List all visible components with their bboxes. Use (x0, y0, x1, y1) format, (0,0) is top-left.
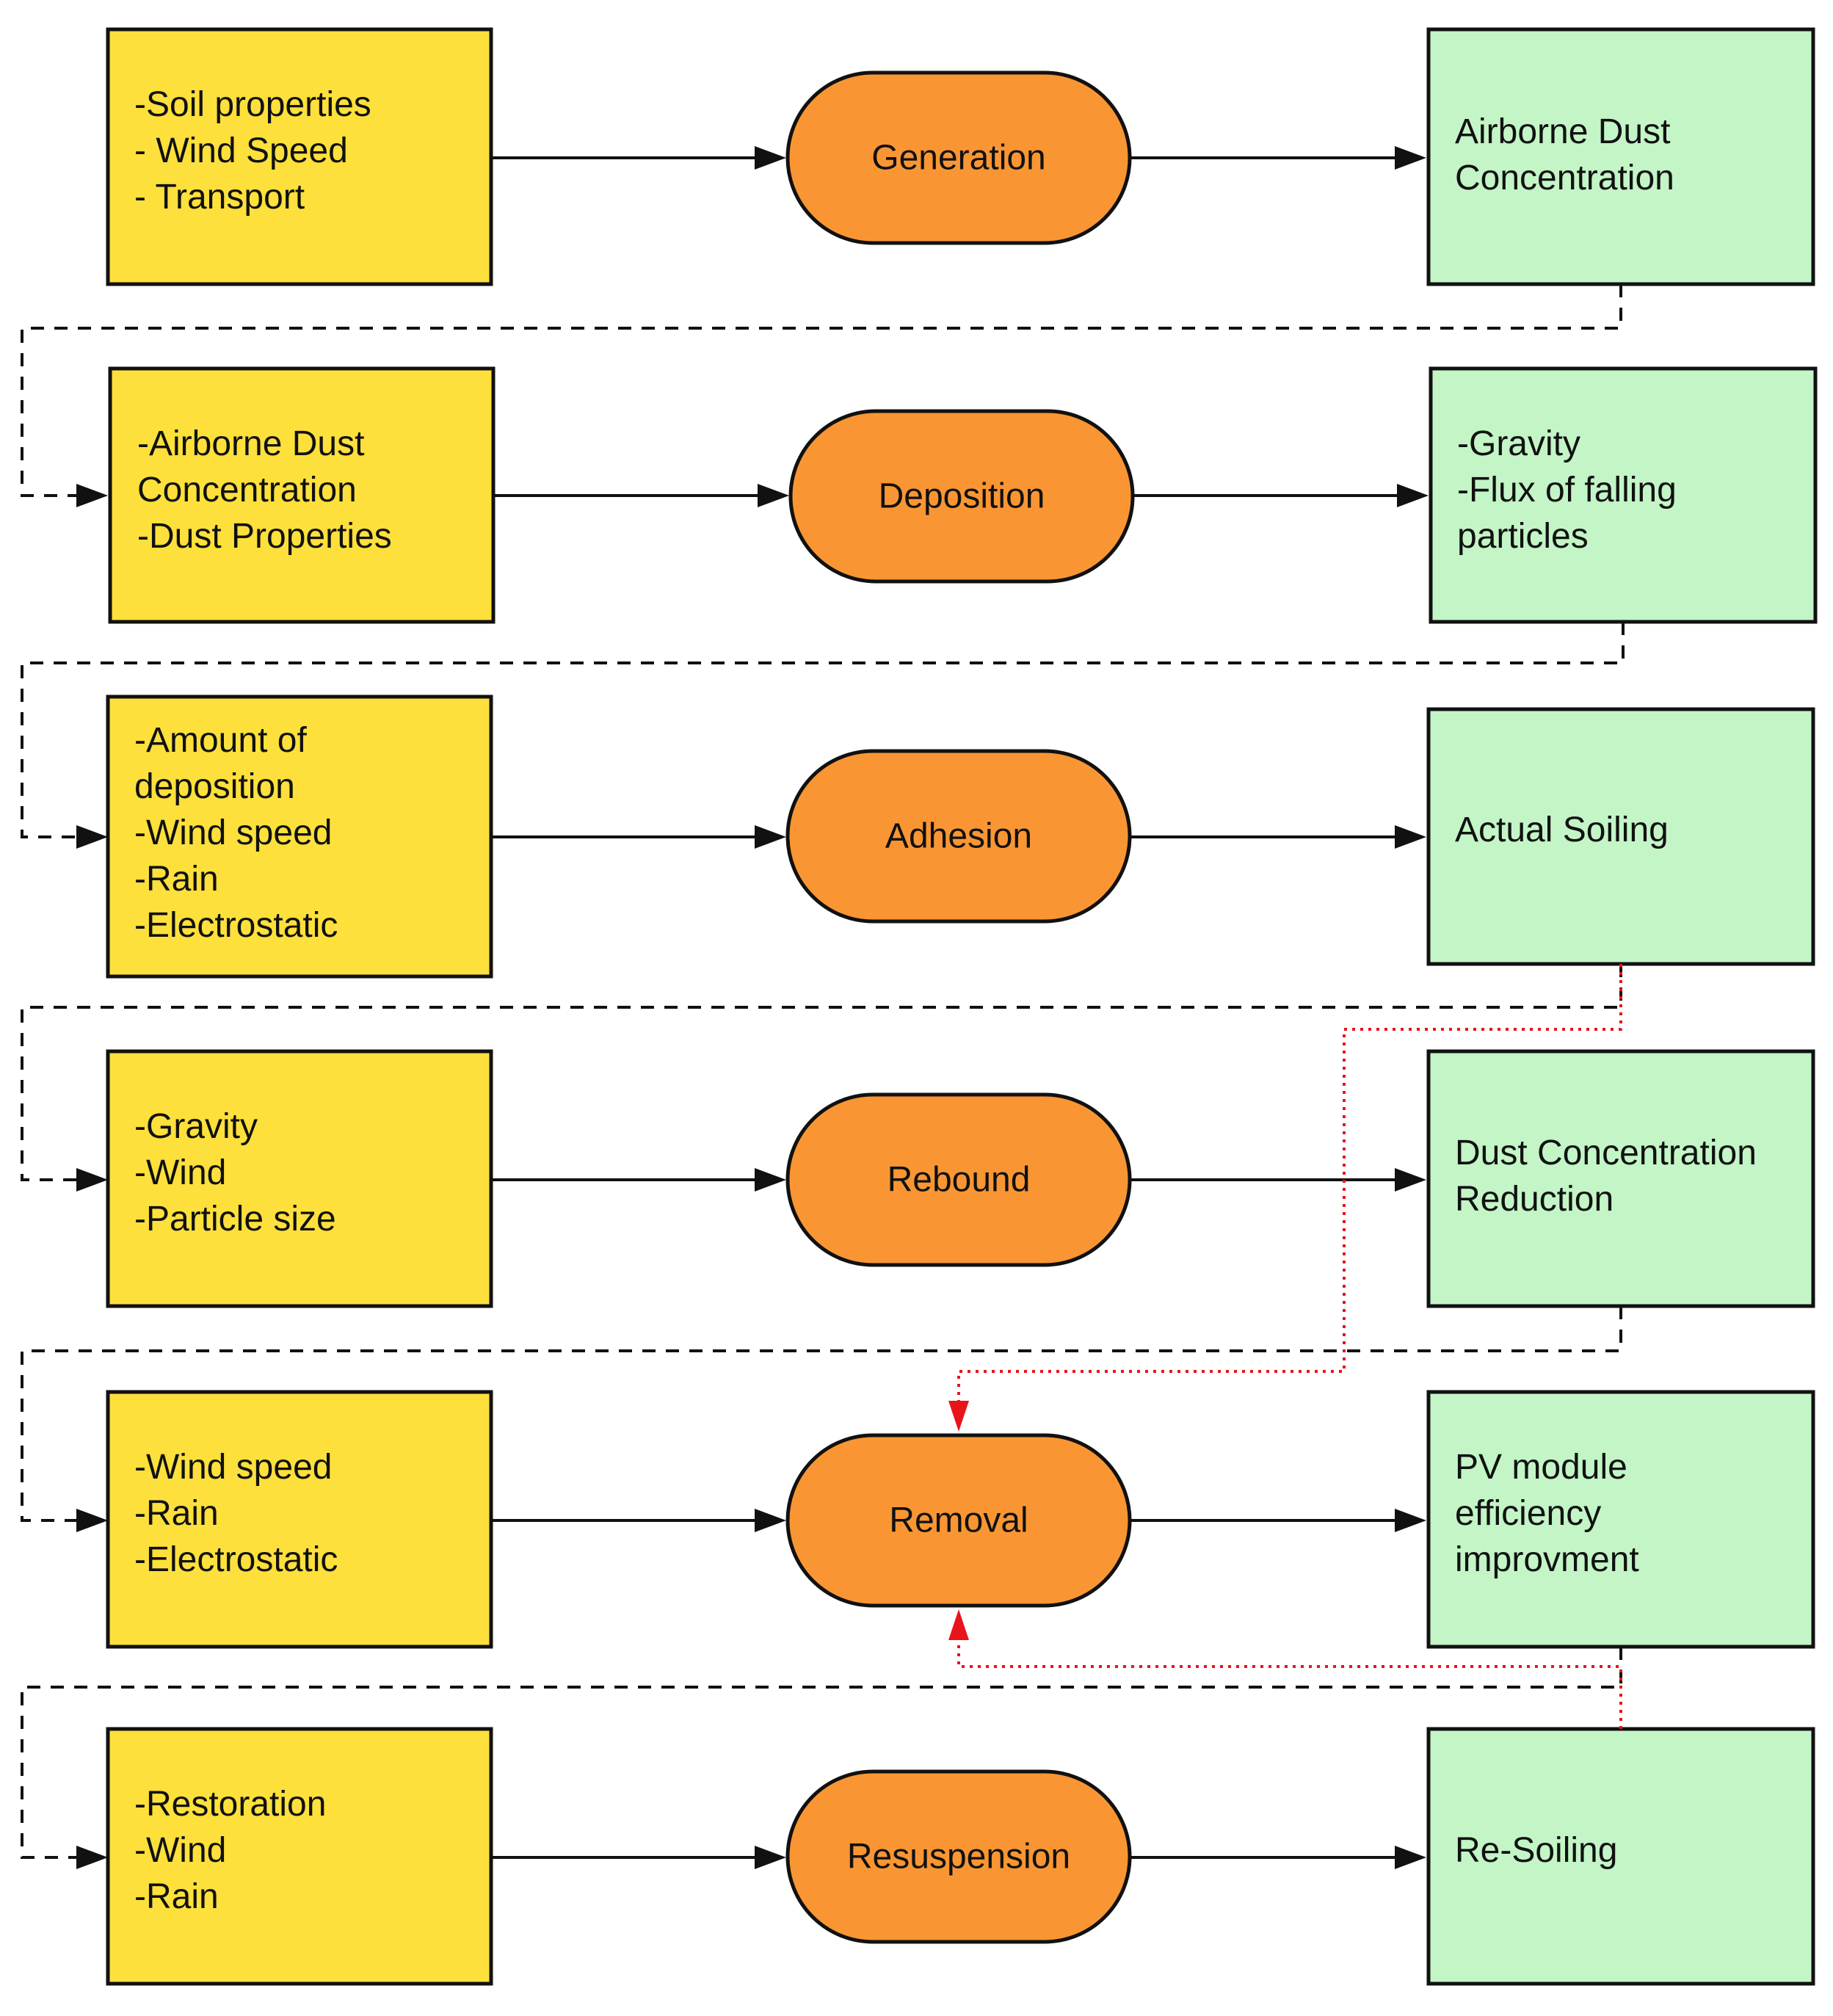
arrowhead (1397, 484, 1429, 507)
input-line: - Wind Speed (134, 131, 348, 170)
arrowhead (1395, 1168, 1426, 1192)
dashed-connector (21, 1647, 1622, 1859)
row-connectors (21, 284, 1625, 1869)
row-removal: -Wind speed -Rain -Electrostatic Removal… (106, 1390, 1815, 1649)
output-line: Dust Concentration (1455, 1134, 1757, 1172)
input-line: -Airborne Dust (137, 424, 364, 463)
input-line: -Electrostatic (134, 1540, 338, 1579)
input-line: - Transport (134, 178, 305, 217)
arrowhead (758, 484, 789, 507)
process-label: Generation (871, 139, 1046, 178)
input-line: -Wind speed (134, 1448, 332, 1487)
output-line: particles (1457, 517, 1589, 556)
output-line: Concentration (1455, 159, 1674, 197)
dashed-connector (21, 284, 1622, 497)
dashed-connector (21, 622, 1625, 838)
input-line: -Restoration (134, 1785, 326, 1824)
output-box (1426, 1727, 1815, 1986)
feedback-connectors (948, 964, 1622, 1729)
input-line: -Gravity (134, 1107, 258, 1146)
process-label: Rebound (888, 1161, 1031, 1200)
input-line: deposition (134, 767, 295, 806)
input-line: -Dust Properties (137, 517, 392, 556)
row-resuspension: -Restoration -Wind -Rain Resuspension Re… (106, 1727, 1815, 1986)
output-line: PV module (1455, 1448, 1627, 1487)
arrowhead (1395, 825, 1426, 849)
output-line: Actual Soiling (1455, 811, 1669, 849)
output-line: improvment (1455, 1540, 1639, 1579)
arrowhead (76, 825, 108, 849)
dashed-connector (21, 964, 1622, 1181)
process-label: Adhesion (885, 817, 1032, 856)
input-box (106, 1727, 493, 1986)
row-adhesion: -Amount of deposition -Wind speed -Rain … (106, 695, 1815, 979)
arrowhead (755, 1509, 786, 1532)
output-box (1426, 27, 1815, 286)
row-deposition: -Airborne Dust Concentration -Dust Prope… (108, 366, 1818, 624)
input-box (108, 366, 496, 624)
red-arrowhead (948, 1609, 969, 1640)
output-box (1426, 1049, 1815, 1308)
input-line: -Electrostatic (134, 906, 338, 945)
arrowhead (76, 1168, 108, 1192)
input-line: -Rain (134, 1877, 219, 1916)
red-dotted-connector (957, 964, 1622, 1401)
red-arrowhead (948, 1401, 969, 1432)
output-line: -Flux of falling (1457, 471, 1677, 510)
output-line: -Gravity (1457, 424, 1580, 463)
input-box (106, 1049, 493, 1308)
output-line: Airborne Dust (1455, 112, 1670, 151)
input-line: -Rain (134, 1494, 219, 1533)
process-label: Removal (889, 1501, 1028, 1540)
arrowhead (76, 484, 108, 507)
row-generation: -Soil properties - Wind Speed - Transpor… (106, 27, 1815, 286)
arrowhead (755, 1846, 786, 1869)
input-line: -Rain (134, 860, 219, 899)
arrowhead (1395, 1509, 1426, 1532)
red-dotted-connector (957, 1639, 1622, 1729)
arrowhead (76, 1509, 108, 1532)
arrowhead (755, 825, 786, 849)
input-line: Concentration (137, 471, 357, 510)
input-line: -Amount of (134, 721, 307, 760)
input-line: -Wind (134, 1153, 226, 1192)
input-line: -Wind (134, 1831, 226, 1870)
input-line: -Wind speed (134, 813, 332, 852)
input-box (106, 695, 493, 979)
process-label: Resuspension (847, 1838, 1070, 1877)
process-label: Deposition (879, 477, 1045, 516)
dashed-connector (21, 1306, 1622, 1522)
arrowhead (1395, 146, 1426, 170)
arrowhead (755, 1168, 786, 1192)
input-line: -Particle size (134, 1200, 336, 1239)
output-line: efficiency (1455, 1494, 1601, 1533)
input-line: -Soil properties (134, 85, 371, 124)
output-line: Reduction (1455, 1180, 1614, 1219)
arrowhead (76, 1846, 108, 1869)
input-box (106, 27, 493, 286)
row-rebound: -Gravity -Wind -Particle size Rebound Du… (106, 1049, 1815, 1308)
arrowhead (755, 146, 786, 170)
arrowhead (1395, 1846, 1426, 1869)
output-line: Re-Soiling (1455, 1831, 1617, 1870)
output-box (1426, 1390, 1815, 1649)
